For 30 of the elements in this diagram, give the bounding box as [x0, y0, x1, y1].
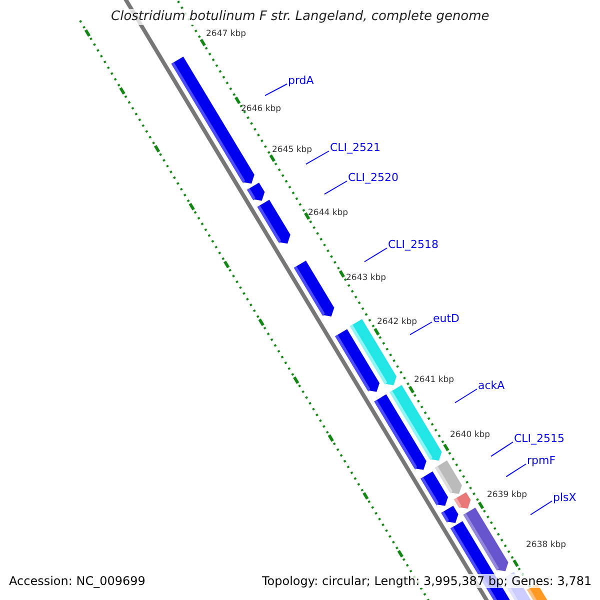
footer-text: Accession: NC_009699: [7, 574, 148, 588]
gene-label: CLI_2520: [348, 171, 399, 184]
gene-label: CLI_2515: [514, 432, 565, 446]
footer-text: Topology: circular; Length: 3,995,387 bp; Genes: 3,781: [260, 574, 594, 588]
gene-label: ackA: [478, 379, 505, 392]
scale-label: 2638 kbp: [526, 540, 566, 550]
gene-label: prdA: [288, 74, 314, 88]
leader-line: [264, 84, 288, 96]
leader-line: [324, 180, 348, 195]
scale-label: 2647 kbp: [206, 29, 246, 40]
gene-label: eutD: [433, 312, 460, 326]
gene-label: rpmF: [527, 454, 556, 468]
leader-line: [506, 464, 526, 478]
scale-label: 2643 kbp: [346, 273, 386, 284]
scale-label: 2646 kbp: [241, 104, 282, 114]
leader-line: [364, 248, 388, 262]
leader-line: [305, 150, 330, 165]
gene-label: CLI_2521: [330, 141, 381, 154]
scale-label: 2645 kbp: [272, 145, 312, 156]
leader-line: [454, 388, 478, 404]
scale-label: 2642 kbp: [377, 317, 418, 328]
scale-label: 2641 kbp: [414, 375, 454, 386]
gene-label: plsX: [553, 491, 576, 504]
leader-line: [530, 500, 552, 516]
gene-label: CLI_2518: [388, 238, 439, 252]
leader-line: [490, 442, 514, 457]
scale-label: 2644 kbp: [308, 208, 348, 218]
scale-label: 2640 kbp: [450, 430, 490, 440]
scale-label: 2639 kbp: [487, 490, 528, 500]
leader-line: [410, 322, 432, 336]
